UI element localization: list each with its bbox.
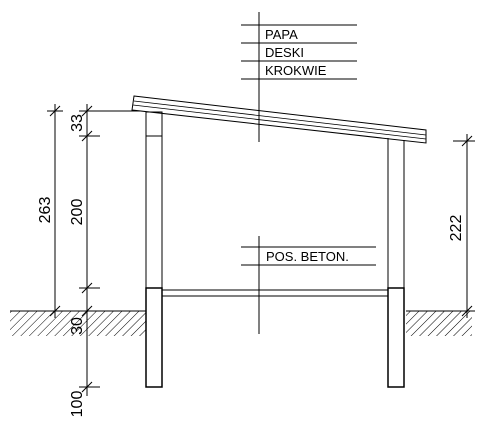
right-dimension-lines	[453, 134, 475, 318]
dimension-200: 200	[69, 199, 86, 226]
dimension-100: 100	[69, 391, 86, 418]
roof	[131, 95, 427, 144]
layer-label-pos-beton: POS. BETON.	[266, 249, 349, 264]
right-post	[387, 138, 405, 288]
floor-layer-leader	[241, 236, 376, 334]
dimension-263: 263	[37, 197, 54, 224]
dimension-222: 222	[448, 215, 465, 242]
left-post	[145, 111, 163, 288]
layer-label-deski: DESKI	[265, 45, 304, 60]
foundations	[145, 287, 405, 388]
layer-label-krokwie: KROKWIE	[265, 63, 327, 78]
floor-slab	[162, 289, 388, 297]
roof-layers-leader	[241, 12, 357, 142]
left-dimension-lines	[47, 104, 140, 396]
layer-label-papa: PAPA	[265, 27, 298, 42]
dimension-33: 33	[69, 114, 86, 132]
ground-hatching	[10, 310, 472, 336]
dimension-30: 30	[69, 317, 86, 335]
